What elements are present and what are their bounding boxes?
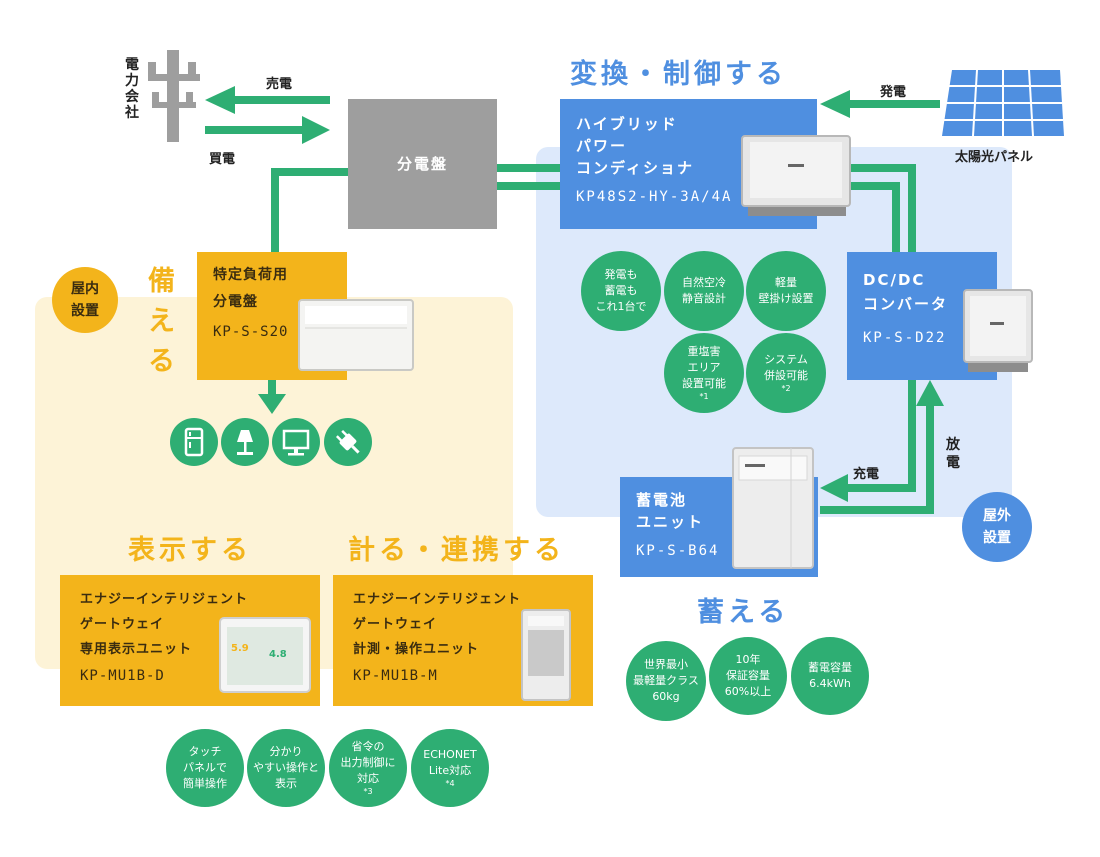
dcdc-unit-image <box>963 289 1033 372</box>
arrow-buy <box>302 116 330 144</box>
display-unit-model: KP-MU1B-D <box>80 668 165 684</box>
feature-circle: タッチ パネルで 簡単操作 <box>166 729 244 807</box>
monitor-icon <box>272 418 320 466</box>
specific-board-title: 特定負荷用 分電盤 <box>213 267 288 310</box>
charge-label: 充電 <box>853 467 880 482</box>
feature-circle: 発電も 蓄電も これ1台で <box>581 251 661 331</box>
screen-value-1: 5.9 <box>231 643 249 654</box>
battery-unit-image <box>732 447 814 569</box>
display-unit-title: エナジーインテリジェント ゲートウェイ 専用表示ユニット <box>80 592 249 657</box>
utility-pole-icon <box>148 50 200 142</box>
feature-circle: 10年 保証容量 60%以上 <box>709 637 787 715</box>
arrow-generate <box>820 90 850 118</box>
heading-measure: 計る・連携する <box>348 535 565 566</box>
sell-label: 売電 <box>266 77 293 92</box>
heading-store: 蓄える <box>697 597 790 628</box>
panel-board: 分電盤 <box>348 99 497 229</box>
generate-label: 発電 <box>880 85 907 100</box>
utility-label: 電力会社 <box>125 57 139 121</box>
screen-value-2: 4.8 <box>269 649 287 660</box>
feature-circle: 分かり やすい操作と 表示 <box>247 729 325 807</box>
heading-prepare: 備える <box>148 266 179 377</box>
feature-circle: ECHONET Lite対応*4 <box>411 729 489 807</box>
solar-panel-icon <box>942 70 1064 137</box>
hybrid-title: ハイブリッド パワー コンディショナ <box>576 115 694 177</box>
discharge-label: 放電 <box>946 437 960 471</box>
solar-label: 太陽光パネル <box>955 150 1034 165</box>
line-discharge <box>820 405 934 514</box>
feature-circle: システム 併設可能*2 <box>746 333 826 413</box>
display-unit-image: 5.9 4.8 <box>219 617 311 693</box>
indoor-badge: 屋内 設置 <box>52 267 118 333</box>
heading-convert: 変換・制御する <box>570 59 787 90</box>
outdoor-badge: 屋外 設置 <box>962 492 1032 562</box>
battery-title: 蓄電池 ユニット <box>636 491 705 531</box>
feature-circle: 自然空冷 静音設計 <box>664 251 744 331</box>
panel-board-label: 分電盤 <box>396 155 448 173</box>
buy-label: 買電 <box>209 152 236 167</box>
arrow-discharge <box>916 380 944 406</box>
dcdc-title: DC/DC コンバータ <box>863 271 949 313</box>
line-board-to-specific <box>271 168 348 252</box>
hybrid-model: KP48S2-HY-3A/4A <box>576 189 733 205</box>
display-screen: 5.9 4.8 <box>227 627 303 685</box>
measure-unit-title: エナジーインテリジェント ゲートウェイ 計測・操作ユニット <box>353 592 522 657</box>
feature-circle: 省令の 出力制御に 対応*3 <box>329 729 407 807</box>
feature-circle: 蓄電容量 6.4kWh <box>791 637 869 715</box>
feature-circle: 重塩害 エリア 設置可能*1 <box>664 333 744 413</box>
heading-display: 表示する <box>128 535 252 566</box>
measure-unit-image <box>521 609 571 701</box>
specific-board-model: KP-S-S20 <box>213 324 289 340</box>
arrow-charge <box>820 474 848 502</box>
specific-board-image <box>298 299 414 371</box>
plug-icon <box>324 418 372 466</box>
arrow-sell <box>205 86 235 114</box>
refrigerator-icon <box>170 418 218 466</box>
measure-unit-model: KP-MU1B-M <box>353 668 438 684</box>
line-charge <box>845 380 916 492</box>
feature-circle: 軽量 壁掛け設置 <box>746 251 826 331</box>
dcdc-model: KP-S-D22 <box>863 330 947 346</box>
lamp-icon <box>221 418 269 466</box>
hybrid-unit-image <box>741 135 851 216</box>
arrow-to-appliances <box>258 394 286 414</box>
feature-circle: 世界最小 最軽量クラス 60kg <box>626 641 706 721</box>
battery-model: KP-S-B64 <box>636 543 720 559</box>
